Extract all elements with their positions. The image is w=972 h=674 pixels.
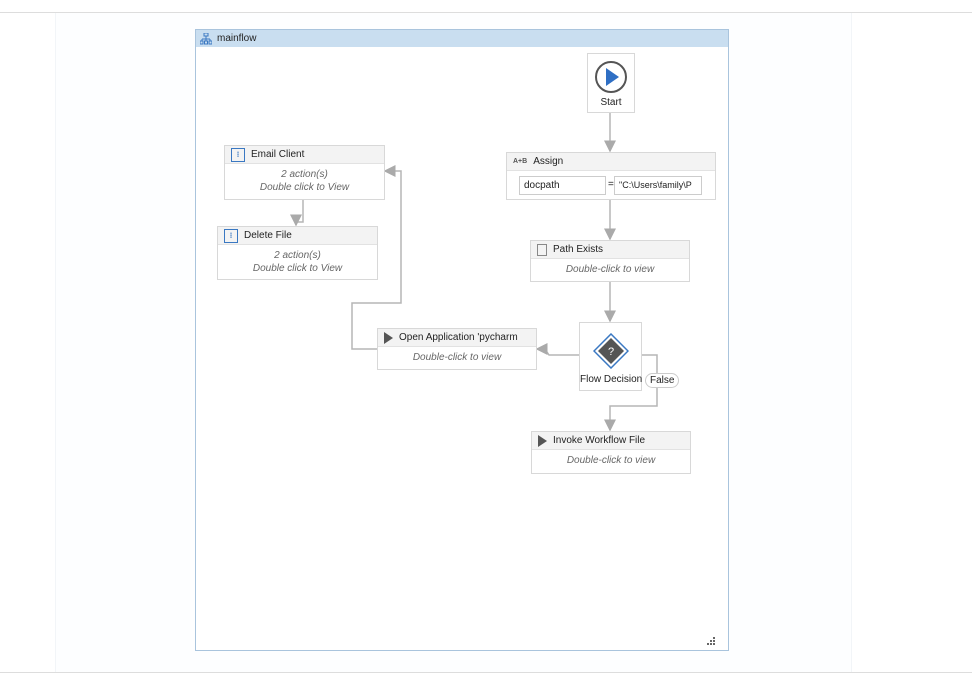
flowchart-icon [200, 32, 212, 44]
resize-grip-icon[interactable] [706, 636, 716, 646]
path-exists-body: Double-click to view [565, 264, 655, 275]
assign-to-field[interactable]: docpath [519, 176, 606, 195]
email-title: Email Client [251, 149, 305, 160]
open-app-title: Open Application 'pycharm [399, 332, 518, 343]
play-circle-icon [595, 61, 627, 93]
workflow-title: mainflow [217, 33, 257, 44]
email-hint: Double click to View [259, 182, 350, 193]
email-actions-count: 2 action(s) [281, 169, 328, 180]
connector-openapp-email [351, 165, 402, 350]
path-exists-activity[interactable]: Path Exists Double-click to view [530, 240, 690, 282]
delete-actions-count: 2 action(s) [274, 250, 321, 261]
bottom-divider [0, 672, 972, 673]
assign-activity[interactable]: A+B Assign docpath = "C:\Users\family\P [506, 152, 716, 200]
email-client-sequence[interactable]: ⁝ Email Client 2 action(s) Double click to… [224, 145, 385, 200]
assign-title: Assign [533, 156, 564, 167]
sequence-icon: ⁝ [231, 147, 245, 162]
decision-diamond-icon: ? [592, 332, 629, 370]
open-app-body: Double-click to view [412, 352, 502, 363]
decision-label: Flow Decision [580, 374, 643, 385]
open-application-activity[interactable]: Open Application 'pycharm Double-click t… [377, 328, 537, 370]
connector-email-delete [290, 199, 304, 227]
top-divider [0, 12, 972, 13]
start-label: Start [600, 97, 622, 108]
sequence-icon: ⁝ [224, 228, 238, 243]
invoke-title: Invoke Workflow File [553, 435, 646, 446]
flow-decision[interactable]: ? Flow Decision [579, 322, 642, 391]
canvas-header[interactable]: mainflow [196, 30, 728, 47]
play-icon [538, 434, 547, 447]
start-node[interactable]: Start [587, 53, 635, 113]
invoke-workflow-activity[interactable]: Invoke Workflow File Double-click to vie… [531, 431, 691, 474]
equals-sign: = [608, 179, 614, 190]
invoke-body: Double-click to view [566, 455, 656, 466]
connector-decision-false [604, 354, 658, 432]
file-icon [537, 243, 547, 256]
play-icon [384, 331, 393, 344]
svg-text:?: ? [607, 346, 613, 358]
false-branch-label[interactable]: False [645, 373, 680, 388]
delete-file-sequence[interactable]: ⁝ Delete File 2 action(s) Double click to … [217, 226, 378, 280]
assign-icon: A+B [513, 158, 528, 165]
connector-decision-openapp [535, 343, 579, 356]
path-exists-title: Path Exists [553, 244, 604, 255]
delete-hint: Double click to View [252, 263, 343, 274]
assign-value-field[interactable]: "C:\Users\family\P [614, 176, 702, 195]
delete-title: Delete File [244, 230, 292, 241]
